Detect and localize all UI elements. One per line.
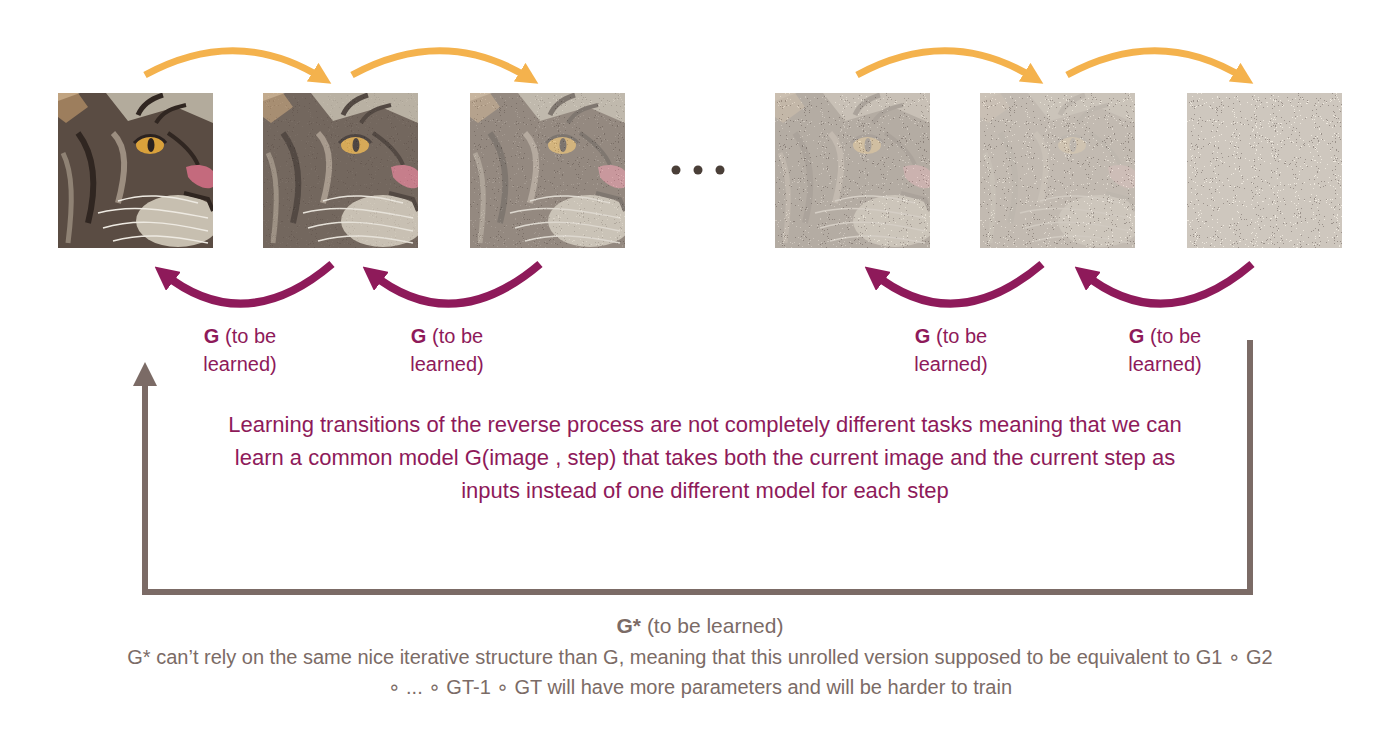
transition-label: G (to be learned) bbox=[1106, 322, 1224, 378]
dot bbox=[694, 166, 703, 175]
ellipsis-dots bbox=[672, 166, 725, 175]
cat-image bbox=[775, 93, 930, 248]
reverse-arrow bbox=[372, 264, 540, 304]
dot bbox=[672, 166, 681, 175]
reverse-arrow bbox=[164, 264, 332, 304]
noise-layer bbox=[775, 93, 930, 248]
transition-label: G (to be learned) bbox=[388, 322, 506, 378]
image-step-0 bbox=[58, 93, 213, 248]
noise-layer bbox=[470, 93, 625, 248]
image-step-2 bbox=[470, 93, 625, 248]
transition-label: G (to be learned) bbox=[181, 322, 299, 378]
forward-arrows bbox=[145, 51, 1244, 78]
explanation-note: Learning transitions of the reverse proc… bbox=[205, 408, 1205, 507]
image-step-4 bbox=[980, 93, 1135, 248]
forward-arrow bbox=[145, 51, 322, 78]
image-step-3 bbox=[775, 93, 930, 248]
forward-arrow bbox=[1067, 51, 1244, 78]
noise-layer bbox=[1187, 93, 1342, 248]
noise-layer bbox=[980, 93, 1135, 248]
unrolled-label: G* (to be learned) bbox=[490, 612, 910, 640]
unrolled-note: G* can’t rely on the same nice iterative… bbox=[125, 642, 1275, 702]
cat-image bbox=[58, 93, 213, 248]
forward-arrow bbox=[352, 51, 529, 78]
transition-label: G (to be learned) bbox=[892, 322, 1010, 378]
dot bbox=[716, 166, 725, 175]
noise-layer bbox=[263, 93, 418, 248]
cat-image bbox=[263, 93, 418, 248]
cat-image bbox=[980, 93, 1135, 248]
unrolled-arrow bbox=[145, 340, 1250, 592]
cat-image bbox=[470, 93, 625, 248]
reverse-arrow bbox=[874, 264, 1042, 304]
forward-arrow bbox=[857, 51, 1034, 78]
reverse-arrows bbox=[164, 264, 1252, 304]
reverse-arrow bbox=[1084, 264, 1252, 304]
image-step-5 bbox=[1187, 93, 1342, 248]
image-step-1 bbox=[263, 93, 418, 248]
